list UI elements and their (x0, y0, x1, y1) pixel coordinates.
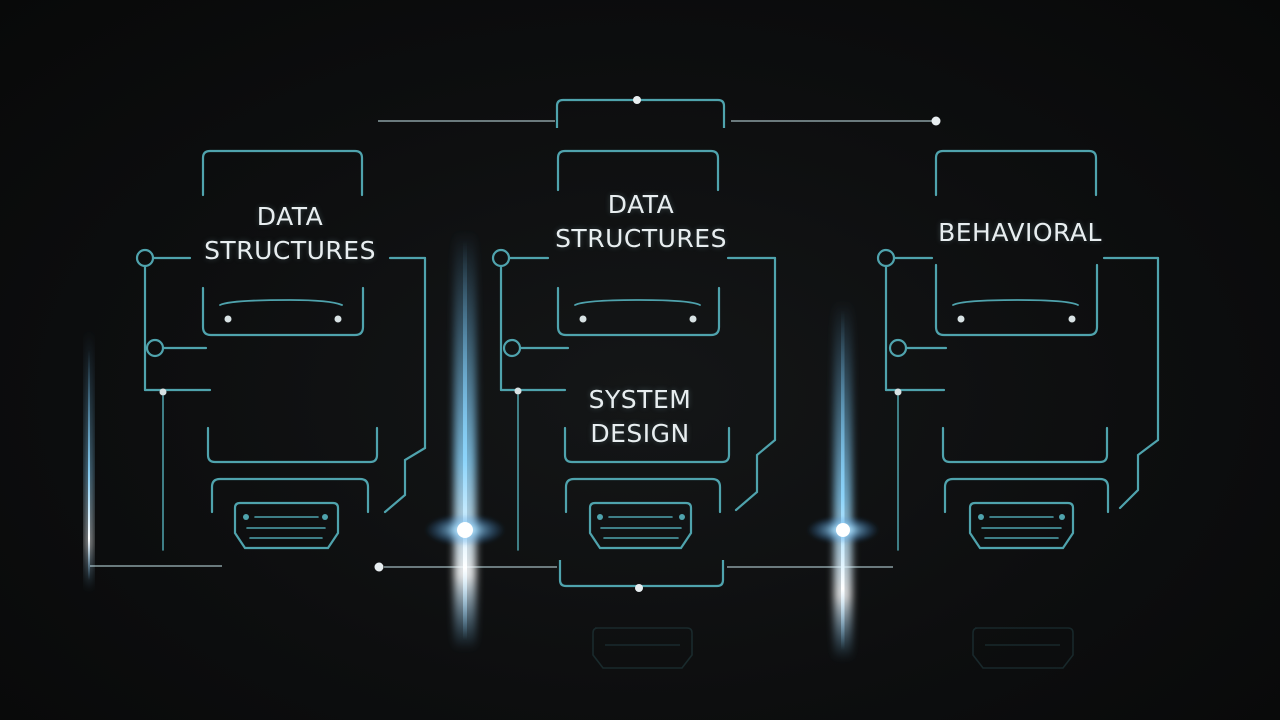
column-3 (876, 149, 1160, 551)
node-dot (931, 116, 941, 126)
column-3-label-line-1: BEHAVIORAL (938, 218, 1102, 247)
system-design-label-line-1: SYSTEM (588, 385, 692, 414)
node-dot (374, 562, 384, 572)
light-beam-left (86, 330, 92, 590)
column-1-label-line-1: DATA (256, 202, 324, 231)
column-2 (491, 149, 777, 551)
light-beam-center-left (425, 230, 505, 650)
column-1-label-line-2: STRUCTURES (204, 236, 376, 265)
column-2-label-line-1: DATA (607, 190, 675, 219)
column-3-label: BEHAVIORAL (920, 216, 1120, 250)
bottom-connector (90, 560, 893, 592)
system-design-label: SYSTEM DESIGN (540, 383, 740, 451)
light-beam-center-right (807, 300, 879, 660)
node-dot (633, 96, 641, 104)
column-2-label-line-2: STRUCTURES (555, 224, 727, 253)
floor-reflection (592, 627, 1074, 669)
column-1 (135, 149, 427, 551)
system-design-label-line-2: DESIGN (590, 419, 690, 448)
column-2-label: DATA STRUCTURES (541, 188, 741, 256)
column-1-label: DATA STRUCTURES (190, 200, 390, 268)
top-connector (378, 96, 941, 128)
node-dot (635, 584, 643, 592)
